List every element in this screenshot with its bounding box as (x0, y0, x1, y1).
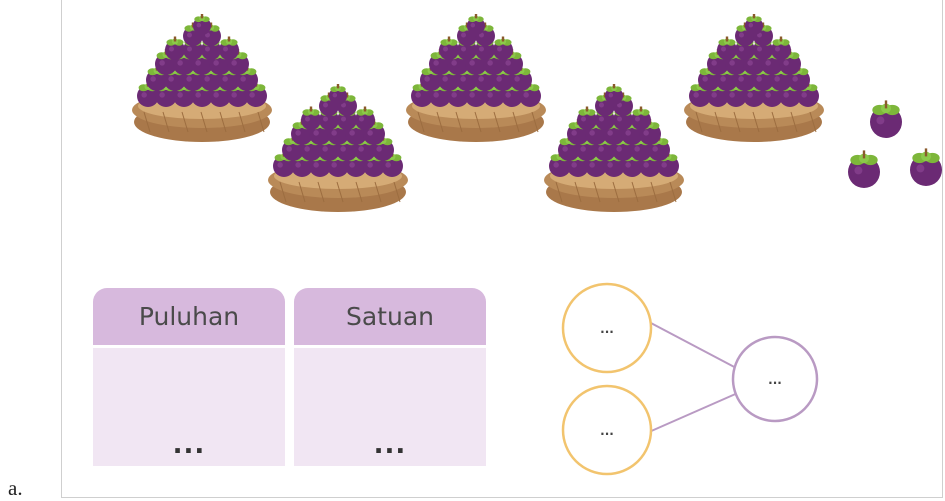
loose-mangosteen-3 (906, 140, 945, 193)
basket-of-mangosteens-1 (128, 13, 276, 149)
bond-line-top (648, 321, 741, 371)
tens-answer-box[interactable]: ... (93, 348, 285, 466)
number-bond-diagram (561, 282, 819, 476)
basket-of-mangosteens-4 (540, 83, 688, 219)
part-circle-bottom[interactable] (561, 384, 653, 476)
part-top-value: ... (600, 322, 614, 336)
basket-of-mangosteens-5 (680, 13, 828, 149)
tens-column: Puluhan ... (93, 288, 285, 466)
tens-value: ... (172, 430, 206, 460)
loose-mangosteen-1 (866, 92, 906, 145)
loose-mangosteen-2 (844, 142, 884, 195)
ones-header: Satuan (294, 288, 486, 345)
basket-of-mangosteens-2 (264, 83, 412, 219)
tens-header: Puluhan (93, 288, 285, 345)
ones-value: ... (373, 430, 407, 460)
basket-of-mangosteens-3 (402, 13, 550, 149)
whole-circle[interactable] (731, 335, 819, 423)
part-circle-top[interactable] (561, 282, 653, 374)
item-label: a. (8, 476, 23, 500)
part-bottom-value: ... (600, 424, 614, 438)
ones-column: Satuan ... (294, 288, 486, 466)
whole-value: ... (768, 373, 782, 387)
ones-answer-box[interactable]: ... (294, 348, 486, 466)
bond-line-bottom (648, 391, 741, 433)
